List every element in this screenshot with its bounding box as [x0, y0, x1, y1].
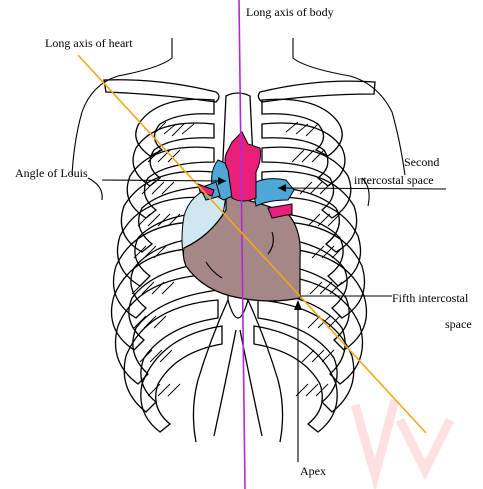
- watermark: [355, 400, 450, 475]
- long-axis-of-heart-line: [78, 55, 426, 433]
- second-intercostal-label-line1: Second: [404, 155, 439, 169]
- long-axis-of-heart-label: Long axis of heart: [45, 36, 133, 50]
- fifth-intercostal-label-line1: Fifth intercostal: [392, 291, 469, 305]
- fifth-intercostal-label-line2: space: [445, 317, 472, 331]
- long-axis-of-body-label: Long axis of body: [246, 5, 334, 19]
- angle-of-louis-label: Angle of Louis: [15, 166, 88, 180]
- second-intercostal-label-line2: intercostal space: [354, 173, 434, 187]
- apex-label: Apex: [300, 464, 326, 478]
